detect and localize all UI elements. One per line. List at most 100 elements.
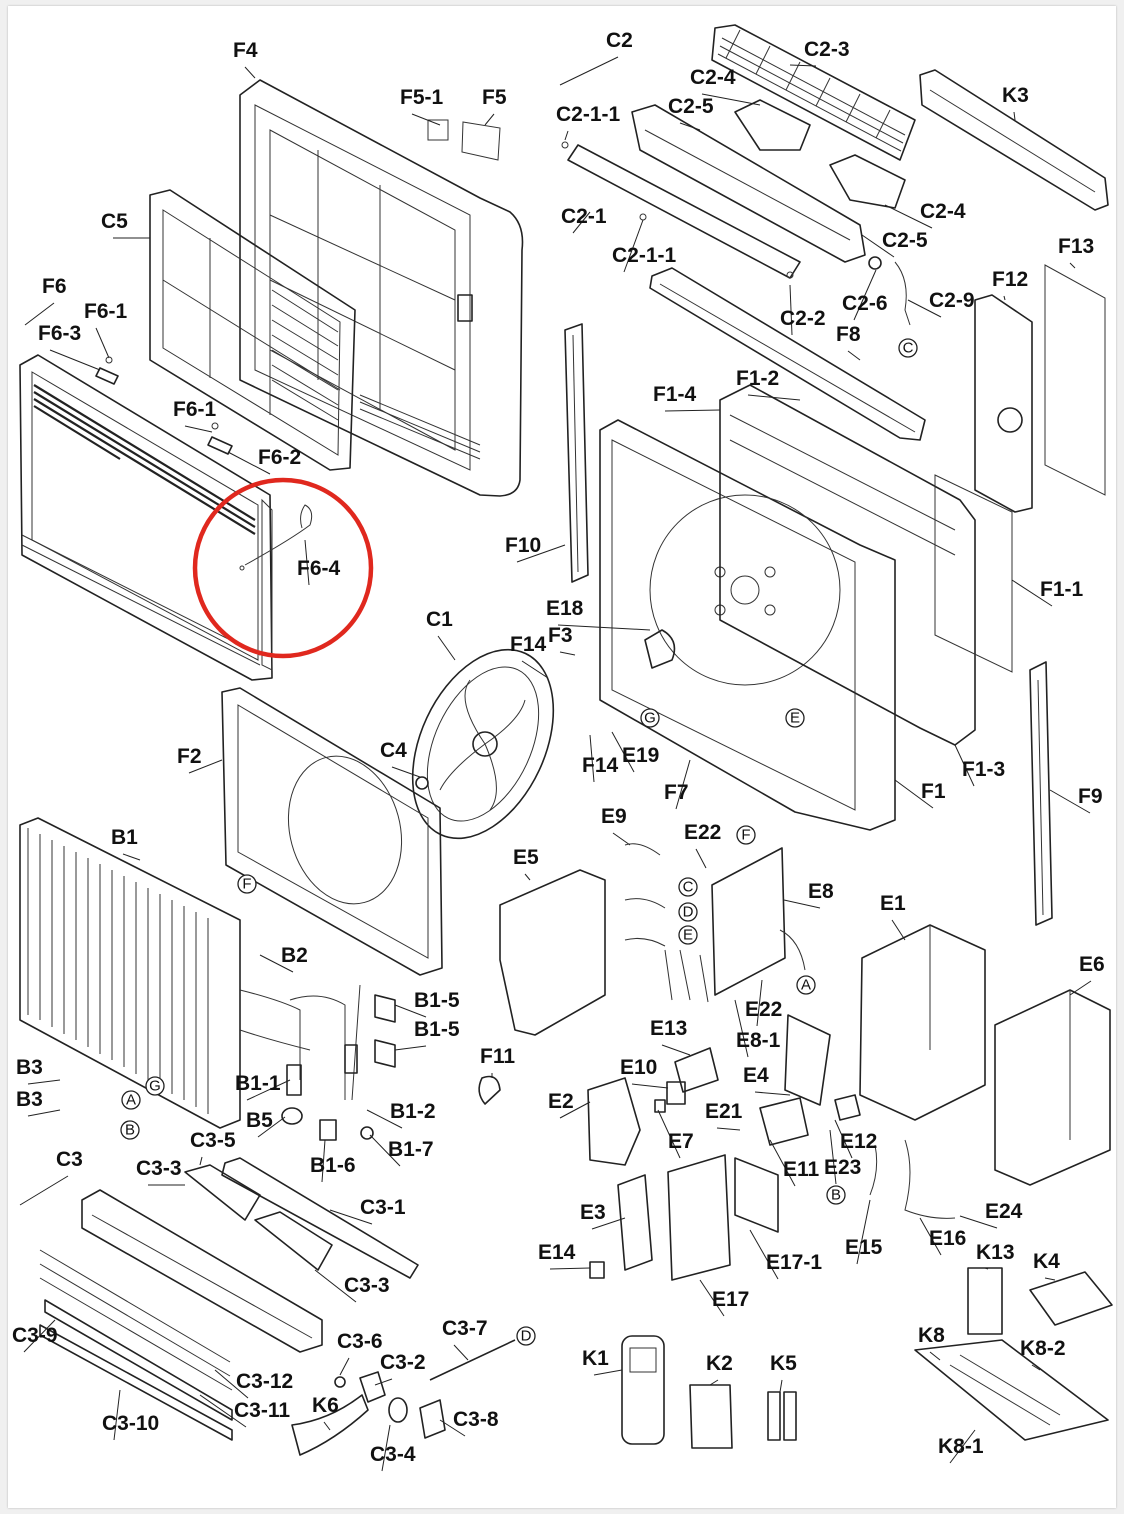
leader-line [572,211,591,234]
leader-line [199,1156,203,1166]
leader-line [589,734,595,783]
part-label-e12: E12 [840,1130,877,1153]
leader-line [557,624,651,631]
part-label-f1-4: F1-4 [653,383,697,406]
leader-line [929,1351,941,1361]
leader-line [95,327,110,359]
leader-line [524,873,531,881]
part-main-casing [599,384,1013,831]
leader-line [847,350,861,361]
part-label-e8-1: E8-1 [736,1029,781,1052]
part-label-e8: E8 [808,880,834,903]
svg-text:C: C [683,879,694,896]
leader-line [709,1379,719,1386]
leader-line [631,1083,669,1089]
leader-line [323,1421,331,1431]
leader-line [374,1378,393,1386]
part-label-c2: C2 [606,29,633,52]
leader-line [49,349,101,371]
leader-line [227,451,271,475]
part-label-c2-1-1: C2-1-1 [612,244,677,267]
part-label-f4: F4 [233,39,258,62]
leader-line [591,1217,626,1230]
part-label-c2-2: C2-2 [780,307,826,330]
part-label-f2: F2 [177,745,202,768]
part-label-f3: F3 [548,624,573,647]
leader-line [891,919,906,941]
part-label-k13: K13 [976,1241,1015,1264]
part-label-c5: C5 [101,210,128,233]
part-fan [411,648,555,840]
part-label-f5: F5 [482,86,507,109]
part-label-b1: B1 [111,826,138,849]
part-label-c2-9: C2-9 [929,289,975,312]
leader-line [919,1217,942,1256]
leader-line [593,1369,623,1376]
leader-line [623,219,644,273]
svg-text:D: D [683,904,694,921]
leader-line [861,234,895,258]
leader-line [695,848,707,869]
ref-circle-b: B [120,1120,140,1140]
part-label-k6: K6 [312,1394,339,1417]
part-label-f14: F14 [582,754,619,777]
leader-line [949,1429,976,1464]
part-heat-exchanger [19,817,396,1141]
part-label-e3: E3 [580,1201,606,1224]
part-label-f6-2: F6-2 [258,446,301,469]
part-label-c2-5: C2-5 [668,95,714,118]
leader-line [1069,262,1076,269]
leader-line [23,1319,56,1353]
part-top-assembly [561,24,926,441]
leader-line [453,1344,469,1361]
svg-text:E: E [683,927,693,944]
leader-line [1013,111,1016,121]
part-label-f12: F12 [992,268,1028,291]
leader-line [756,979,763,1027]
part-label-c2-4: C2-4 [690,66,736,89]
part-label-f5-1: F5-1 [400,86,444,109]
leader-line [259,954,294,973]
part-label-k5: K5 [770,1352,797,1375]
leader-line [516,544,566,563]
leader-line [699,1279,725,1317]
leader-line [314,1269,357,1303]
leader-line [1003,295,1006,301]
svg-text:C: C [903,340,914,357]
part-label-e13: E13 [650,1017,687,1040]
part-label-c3-7: C3-7 [442,1317,488,1340]
part-front-frame [239,79,524,497]
part-label-f1-3: F1-3 [962,758,1005,781]
part-label-c2-6: C2-6 [842,292,888,315]
part-label-e24: E24 [985,1200,1023,1223]
leader-line [1049,789,1091,814]
part-label-e17: E17 [712,1288,749,1311]
leader-line [381,1424,391,1472]
leader-line [521,660,549,679]
part-label-f1-1: F1-1 [1040,578,1084,601]
ref-circle-d: D [516,1326,536,1346]
part-label-b1-6: B1-6 [310,1154,356,1177]
leader-line [24,302,55,326]
leader-line [559,56,619,86]
part-label-b1-5: B1-5 [414,1018,460,1041]
part-label-c3-6: C3-6 [337,1330,383,1353]
ref-circle-d: D [678,902,698,922]
leader-line [834,1119,853,1159]
part-fan-guard-frame [221,687,443,976]
part-label-b1-1: B1-1 [235,1072,281,1095]
leader-line [853,269,877,321]
part-label-f6-1: F6-1 [84,300,128,323]
part-label-k8-2: K8-2 [1020,1337,1066,1360]
leader-line [304,539,310,586]
part-label-k3: K3 [1002,84,1029,107]
ref-circle-g: G [145,1076,165,1096]
leader-line [339,1357,350,1376]
part-label-k4: K4 [1033,1250,1060,1273]
leader-line [856,1199,871,1265]
part-label-c3-1: C3-1 [360,1196,406,1219]
part-label-e7: E7 [668,1130,694,1153]
part-mounting-bracket [919,69,1109,211]
part-label-e22: E22 [684,821,721,844]
